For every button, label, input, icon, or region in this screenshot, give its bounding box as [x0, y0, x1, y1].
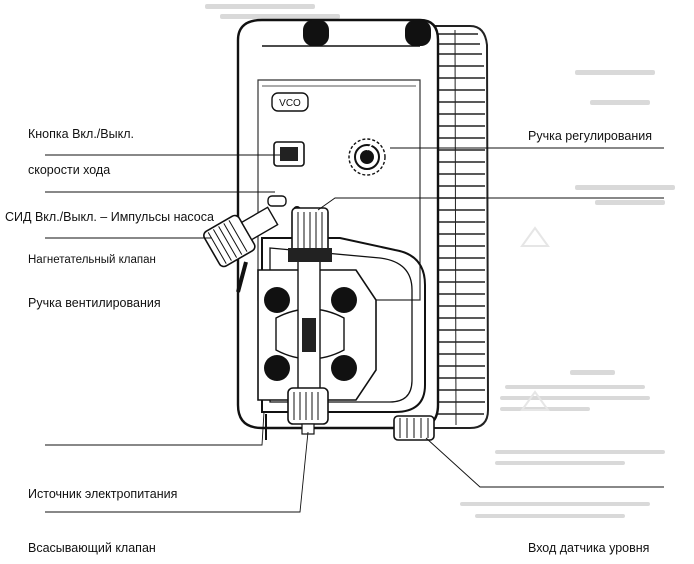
label-level-sensor-input: Вход датчика уровня — [528, 541, 650, 555]
pump-body: VCO — [236, 18, 490, 430]
label-vent-knob: Ручка вентилирования — [28, 296, 161, 310]
label-stroke-speed: скорости хода — [28, 163, 111, 177]
label-discharge-valve: Нагнетательный клапан — [28, 254, 156, 266]
discharge-valve[interactable] — [288, 207, 332, 262]
background-warning-icon-2 — [520, 390, 550, 411]
label-suction-valve: Всасывающий клапан — [28, 541, 156, 555]
top-mount-right — [405, 20, 431, 46]
model-badge-text: VCO — [279, 98, 301, 109]
head-bolt — [331, 287, 357, 313]
adjust-knob[interactable] — [348, 138, 386, 176]
background-warning-icon — [520, 226, 550, 247]
top-mount-left — [303, 20, 329, 46]
suction-valve[interactable] — [287, 387, 329, 435]
label-power-supply: Источник электропитания — [28, 487, 178, 501]
head-bolt — [331, 355, 357, 381]
leader-lines — [45, 147, 664, 513]
vent-tube — [236, 261, 248, 293]
pump-head-frame — [261, 237, 426, 413]
vent-knob[interactable] — [202, 199, 283, 269]
pump-head — [257, 249, 377, 401]
led-indicator — [267, 195, 287, 207]
label-led-pulses: СИД Вкл./Выкл. – Импульсы насоса — [5, 210, 214, 224]
label-adjust-knob: Ручка регулирования — [528, 129, 652, 143]
level-sensor-connector[interactable] — [393, 415, 435, 441]
label-on-off-button: Кнопка Вкл./Выкл. — [28, 127, 134, 141]
head-bolt — [264, 287, 290, 313]
model-badge — [271, 92, 309, 112]
head-bolt — [264, 355, 290, 381]
